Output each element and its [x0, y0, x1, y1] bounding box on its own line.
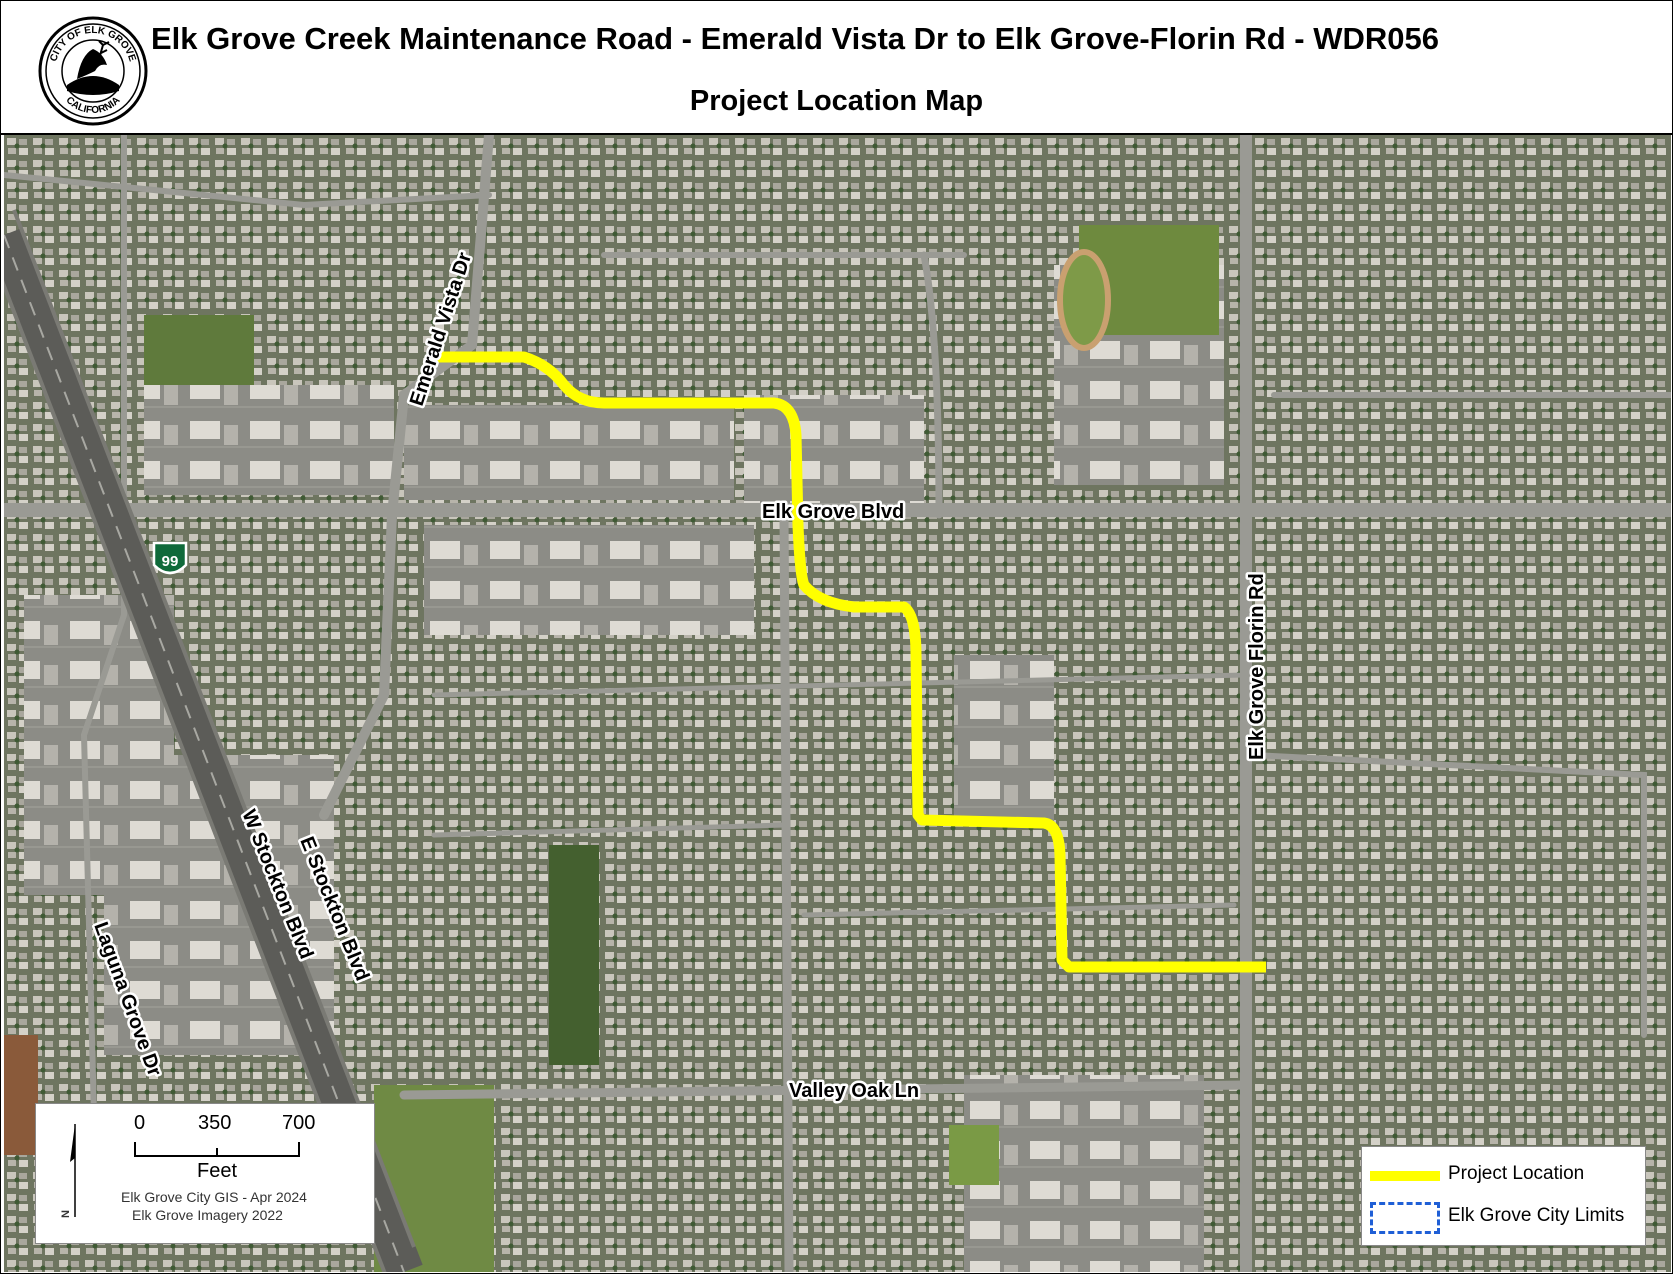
aerial-map[interactable]: 99 Emerald Vista Dr Elk Grove Blvd Elk G… [4, 135, 1671, 1272]
city-seal-icon: CITY OF ELK GROVE CALIFORNIA [38, 16, 148, 126]
scale-bar-panel: N 0 350 700 Feet Elk Grove City GIS - Ap… [35, 1103, 375, 1244]
road-label-elk-grove-florin: Elk Grove Florin Rd [1246, 573, 1268, 760]
road-label-elk-grove-blvd: Elk Grove Blvd [762, 501, 904, 523]
scale-tick-0: 0 [134, 1112, 146, 1134]
street-network [4, 135, 1671, 1272]
city-limits-swatch [1370, 1202, 1440, 1234]
residential-area [4, 135, 1671, 1272]
map-title: Elk Grove Creek Maintenance Road - Emera… [151, 21, 1439, 56]
open-space [949, 1125, 999, 1185]
highway-99-shield-icon: 99 [152, 541, 188, 575]
commercial-area [424, 525, 754, 635]
commercial-area [964, 1075, 1204, 1272]
scale-bar-graphic [134, 1142, 300, 1157]
scale-tick-700: 700 [282, 1112, 316, 1134]
north-label: N [59, 1210, 72, 1218]
map-canvas: 99 Emerald Vista Dr Elk Grove Blvd Elk G… [4, 135, 1671, 1272]
project-location-line [436, 351, 1266, 973]
legend-label-city-limits: Elk Grove City Limits [1448, 1205, 1625, 1226]
legend-label-project-location: Project Location [1448, 1163, 1585, 1184]
open-space [4, 1035, 38, 1155]
commercial-area [144, 385, 394, 495]
north-arrow-icon [70, 1124, 76, 1217]
map-legend: Project Location Elk Grove City Limits [1361, 1146, 1646, 1246]
running-track [1057, 249, 1111, 351]
scale-unit: Feet [197, 1160, 238, 1182]
open-space [549, 845, 599, 1065]
source-line-1: Elk Grove City GIS - Apr 2024 [121, 1189, 307, 1205]
project-location-swatch [1370, 1171, 1440, 1181]
map-subtitle: Project Location Map [689, 85, 984, 117]
road-label-valley-oak: Valley Oak Ln [789, 1080, 919, 1102]
scale-tick-350: 350 [198, 1112, 232, 1134]
commercial-area [404, 405, 734, 500]
map-header: CITY OF ELK GROVE CALIFORNIA Elk Grove C… [1, 1, 1672, 135]
source-line-2: Elk Grove Imagery 2022 [132, 1207, 283, 1223]
commercial-area [744, 395, 924, 505]
open-space [144, 315, 254, 385]
freeway [4, 209, 423, 1272]
highway-shield-number: 99 [162, 553, 179, 570]
